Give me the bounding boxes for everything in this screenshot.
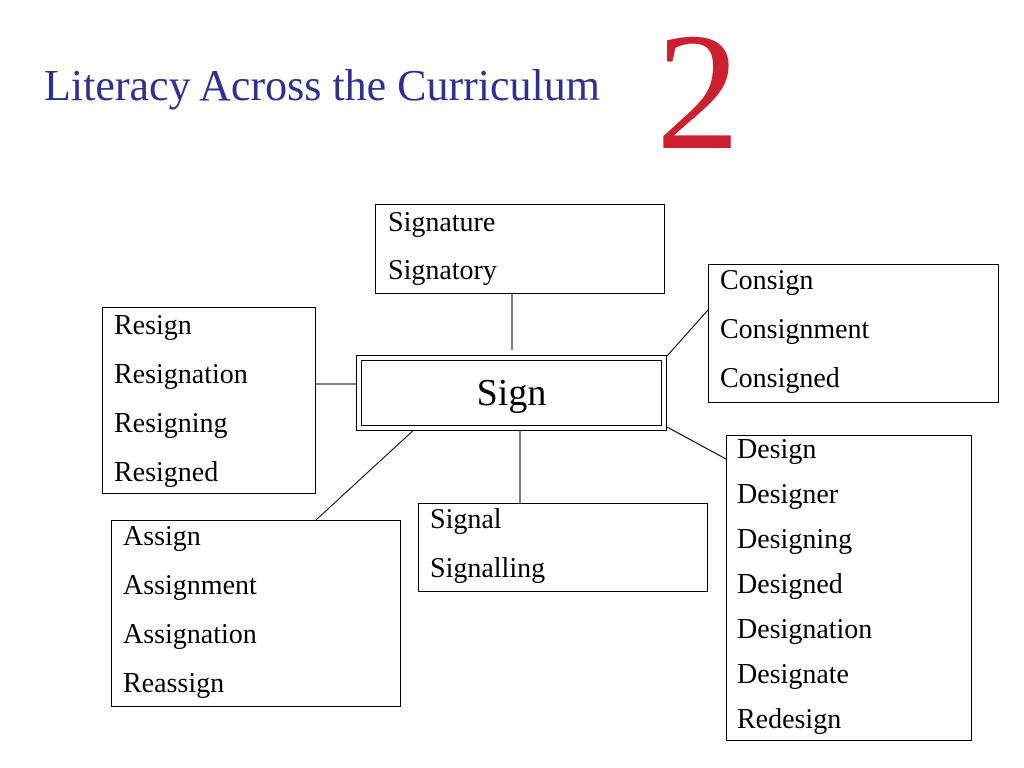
word-item: Assignation [123,619,257,650]
word-box-signature: Signature Signatory [375,204,665,294]
word-item: Signatory [388,255,497,286]
word-box-resign: Resign Resignation Resigning Resigned [102,307,316,494]
center-node-label: Sign [361,360,662,426]
word-item: Assignment [123,570,257,601]
word-item: Designer [737,479,839,510]
word-item: Designing [737,524,853,555]
word-item: Designed [737,569,843,600]
word-item: Reassign [123,668,225,699]
center-node: Sign [356,355,667,431]
word-item: Consign [720,265,814,296]
word-item: Redesign [737,704,842,735]
word-item: Consignment [720,314,870,345]
word-item: Consigned [720,363,840,394]
word-item: Signal [430,504,502,535]
word-item: Signalling [430,553,546,584]
word-item: Resigned [114,457,219,488]
word-box-signal: Signal Signalling [418,503,708,592]
slide-title: Literacy Across the Curriculum [44,61,600,110]
word-item: Assign [123,521,201,552]
word-item: Signature [388,207,496,238]
link-assign [315,426,418,521]
word-item: Resigning [114,408,228,439]
word-item: Resign [114,310,192,341]
word-box-consign: Consign Consignment Consigned [708,264,999,403]
slide-number: 2 [656,0,740,185]
word-box-design: Design Designer Designing Designed Desig… [726,435,972,741]
word-item: Designation [737,614,873,645]
word-item: Designate [737,659,849,690]
link-design [666,426,727,460]
word-box-assign: Assign Assignment Assignation Reassign [111,520,401,707]
word-item: Resignation [114,359,248,390]
word-item: Design [737,434,817,465]
link-consign [666,309,709,357]
